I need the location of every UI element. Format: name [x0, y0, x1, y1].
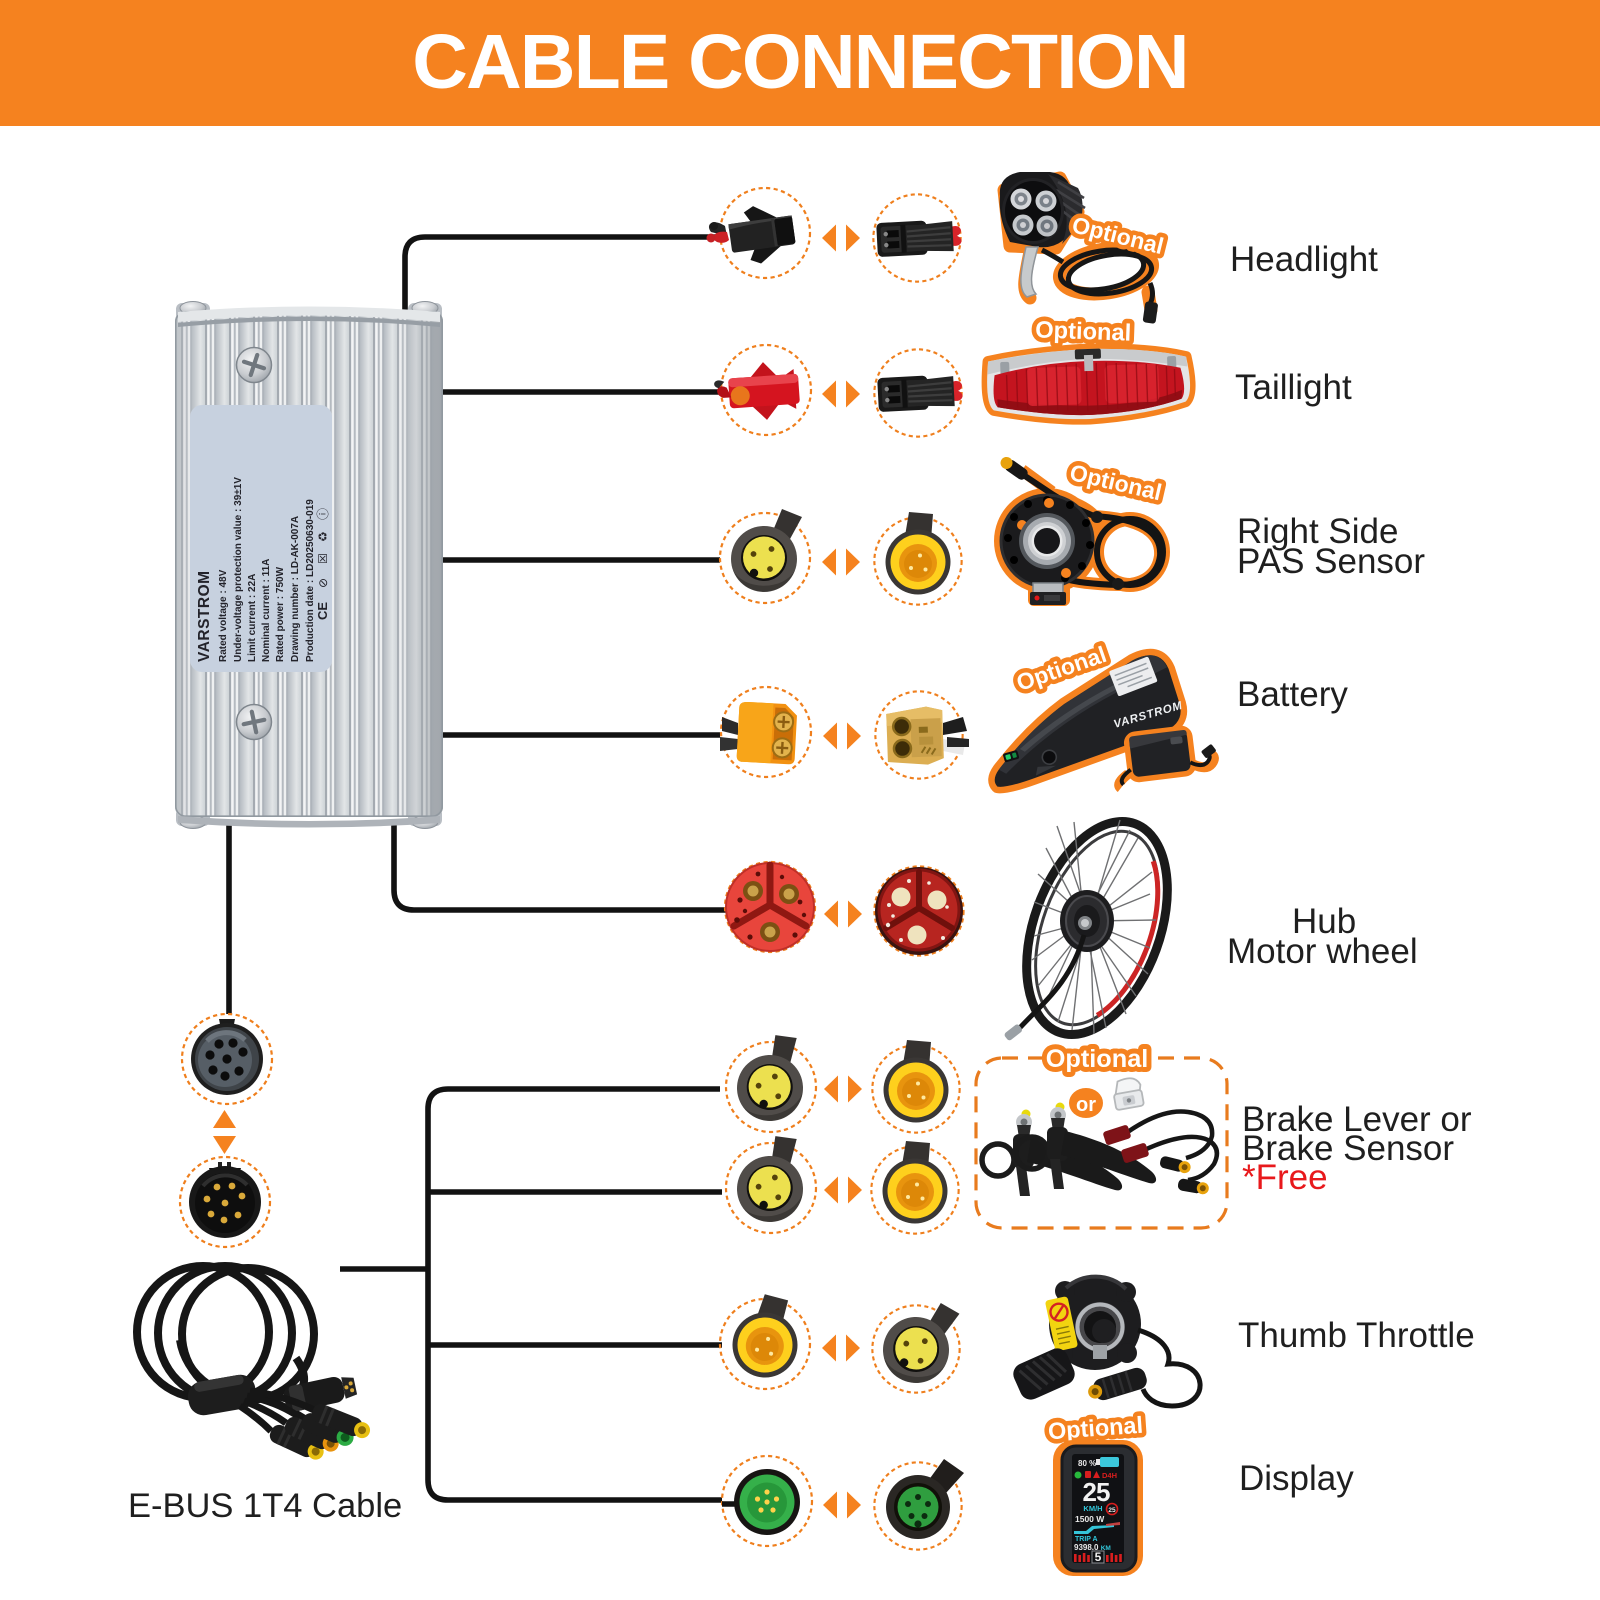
svg-text:Drawing number : LD-AK-007A: Drawing number : LD-AK-007A	[290, 516, 301, 662]
svg-text:VARSTROM: VARSTROM	[196, 570, 213, 662]
svg-text:Limit current : 22A: Limit current : 22A	[247, 574, 258, 662]
svg-text:♻: ♻	[316, 531, 330, 542]
svg-text:ⓘ: ⓘ	[316, 508, 330, 520]
svg-text:80 %: 80 %	[1078, 1459, 1096, 1468]
svg-text:Motor wheel: Motor wheel	[1227, 932, 1418, 971]
svg-text:Rated voltage : 48V: Rated voltage : 48V	[218, 569, 229, 662]
svg-text:*Free: *Free	[1242, 1158, 1328, 1197]
svg-text:Rated power : 750W: Rated power : 750W	[275, 566, 286, 662]
svg-text:or: or	[1076, 1094, 1096, 1116]
svg-text:Under-voltage protection value: Under-voltage protection value : 39±1V	[233, 477, 244, 662]
svg-text:9398.0 KM: 9398.0 KM	[1074, 1543, 1111, 1552]
svg-text:Battery: Battery	[1237, 675, 1348, 714]
svg-text:PAS Sensor: PAS Sensor	[1237, 542, 1425, 581]
svg-text:Nominal current : 11A: Nominal current : 11A	[261, 559, 272, 662]
svg-text:Brake Lever or: Brake Lever or	[1242, 1100, 1472, 1139]
svg-text:Production date : LD20250630-0: Production date : LD20250630-019	[305, 499, 316, 662]
svg-text:Right Side: Right Side	[1237, 512, 1398, 551]
svg-text:TRIP A: TRIP A	[1075, 1536, 1098, 1543]
svg-text:25: 25	[1083, 1477, 1110, 1507]
svg-text:CABLE CONNECTION: CABLE CONNECTION	[412, 19, 1187, 105]
svg-text:E-BUS 1T4 Cable: E-BUS 1T4 Cable	[128, 1487, 402, 1525]
svg-text:25: 25	[1108, 1507, 1116, 1514]
svg-text:5: 5	[1095, 1550, 1102, 1564]
svg-text:KM/H: KM/H	[1083, 1504, 1102, 1513]
svg-text:Brake Sensor: Brake Sensor	[1242, 1129, 1454, 1168]
svg-text:Thumb Throttle: Thumb Throttle	[1238, 1316, 1475, 1355]
svg-text:D4H: D4H	[1102, 1471, 1117, 1480]
svg-text:CE: CE	[315, 602, 330, 620]
svg-text:Headlight: Headlight	[1230, 240, 1378, 279]
svg-text:Hub: Hub	[1292, 902, 1356, 941]
svg-text:☒: ☒	[316, 553, 330, 564]
svg-text:⊘: ⊘	[316, 578, 330, 588]
svg-text:Display: Display	[1239, 1459, 1354, 1498]
svg-text:Taillight: Taillight	[1235, 368, 1352, 407]
svg-text:1500 W: 1500 W	[1075, 1514, 1105, 1524]
